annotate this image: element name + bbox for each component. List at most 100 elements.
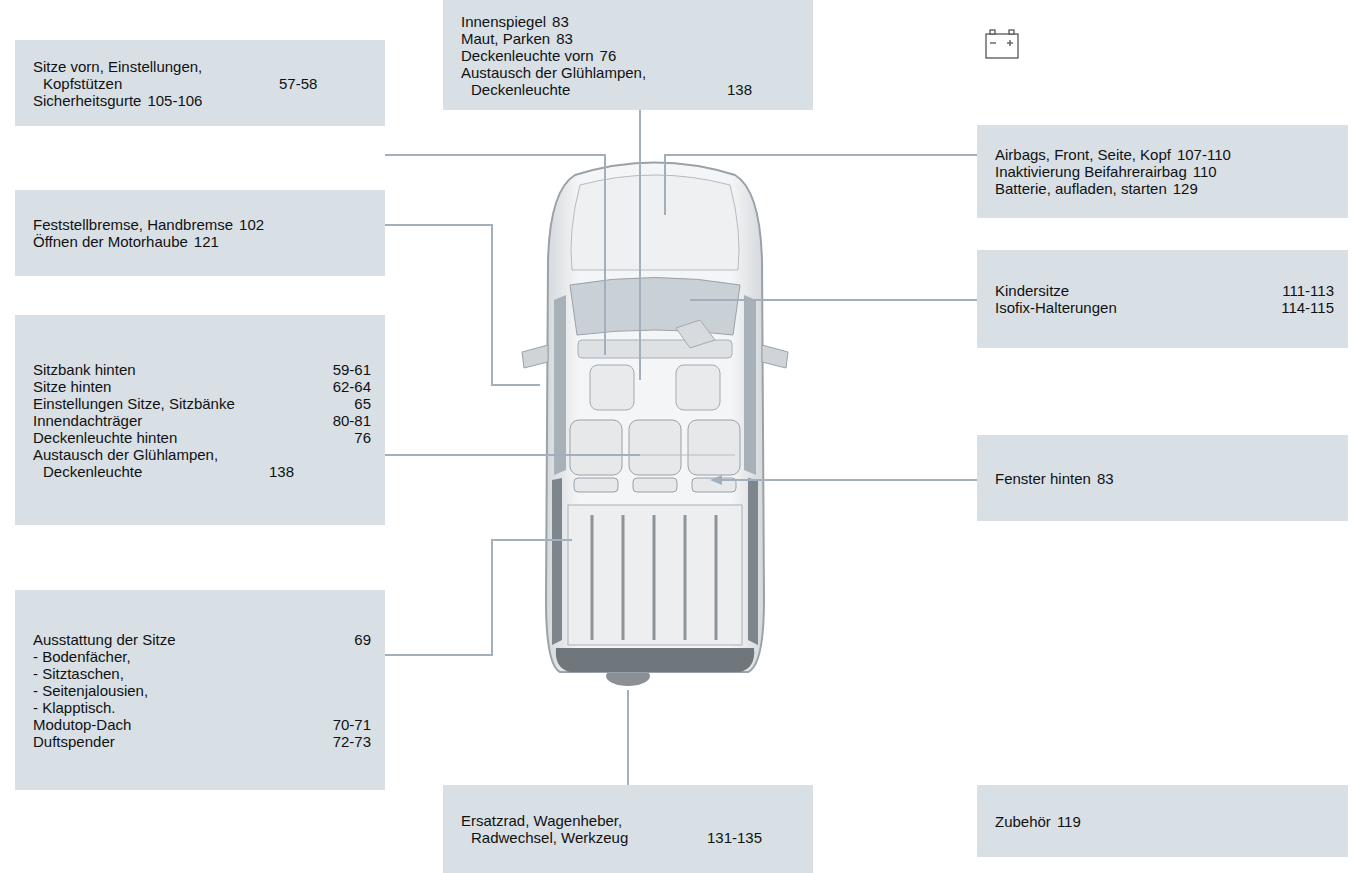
page-number: 83 [556, 30, 573, 47]
entry-label: Ersatzrad, Wagenheber, Radwechsel, Werkz… [461, 812, 701, 846]
entry-label: Öffnen der Motorhaube [33, 233, 188, 250]
page-number: 119 [1057, 813, 1081, 830]
entry-row: Sitzbank hinten 59-61 [33, 361, 371, 378]
entry-label: Ausstattung der Sitze [33, 631, 176, 648]
entry-row: Innenspiegel 83 [461, 13, 799, 30]
entry-label: Innendachträger [33, 412, 142, 429]
entry-row: Austausch der Glühlampen, Deckenleuchte 1… [33, 446, 371, 480]
entry-row: Einstellungen Sitze, Sitzbänke 65 [33, 395, 371, 412]
page-number: 138 [727, 81, 752, 98]
floor-rib [653, 515, 656, 640]
entry-label: Sitze hinten [33, 378, 111, 395]
page-number: 70-71 [333, 716, 371, 733]
page-number: 59-61 [333, 361, 371, 378]
car-body [522, 163, 788, 687]
entry-row: - Klapptisch. [33, 699, 371, 716]
entry-label: Innenspiegel [461, 13, 546, 30]
page-number: 72-73 [333, 733, 371, 750]
callout-box: Kindersitze 111-113Isofix-Halterungen 114-… [977, 250, 1348, 348]
entry-row: Kindersitze 111-113 [995, 282, 1334, 299]
callout-box: Feststellbremse, Handbremse102Öffnen der… [15, 190, 385, 276]
entry-label: Fenster hinten [995, 470, 1091, 487]
entry-row: Batterie, aufladen, starten 129 [995, 180, 1334, 197]
entry-row: Öffnen der Motorhaube 121 [33, 233, 371, 250]
entry-row: Modutop-Dach 70-71 [33, 716, 371, 733]
entry-label: Einstellungen Sitze, Sitzbänke [33, 395, 235, 412]
page-number: 76 [354, 429, 371, 446]
page-number: 129 [1173, 180, 1198, 197]
entry-label: Sicherheitsgurte [33, 92, 141, 109]
callout-box: Ersatzrad, Wagenheber, Radwechsel, Werkz… [443, 785, 813, 873]
entry-label: Airbags, Front, Seite, Kopf [995, 146, 1171, 163]
list-item: - Bodenfächer, [33, 648, 131, 665]
callout-box: Innenspiegel 83Maut, Parken83Deckenleucht… [443, 0, 813, 110]
page-number: 138 [269, 463, 294, 480]
entry-row: Feststellbremse, Handbremse 102 [33, 216, 371, 233]
entry-label: Austausch der Glühlampen, Deckenleuchte [33, 446, 263, 480]
battery-icon [986, 30, 1018, 58]
entry-label: Deckenleuchte hinten [33, 429, 177, 446]
entry-row: - Seitenjalousien, [33, 682, 371, 699]
list-item: - Klapptisch. [33, 699, 116, 716]
entry-row: Sitze vorn, Einstellungen, Kopfstützen 57… [33, 58, 371, 92]
page-number: 131-135 [707, 829, 762, 846]
entry-row: Fenster hinten 83 [995, 470, 1334, 487]
callout-box: Ausstattung der Sitze69- Bodenfächer,- S… [15, 590, 385, 790]
callout-box: Fenster hinten 83 [977, 435, 1348, 521]
entry-row: Ersatzrad, Wagenheber, Radwechsel, Werkz… [461, 812, 799, 846]
arrow-head [710, 475, 722, 485]
entry-row: Ausstattung der Sitze 69 [33, 631, 371, 648]
entry-label: Sitze vorn, Einstellungen, Kopfstützen [33, 58, 273, 92]
page-number: 76 [600, 47, 617, 64]
entry-label: Feststellbremse, Handbremse [33, 216, 233, 233]
list-item: - Seitenjalousien, [33, 682, 148, 699]
page-number: 114-115 [1281, 299, 1334, 316]
list-item: - Sitztaschen, [33, 665, 124, 682]
entry-row: Austausch der Glühlampen, Deckenleuchte 1… [461, 64, 799, 98]
entry-row: - Bodenfächer, [33, 648, 371, 665]
page-number: 83 [552, 13, 569, 30]
page-number: 65 [354, 395, 371, 412]
entry-row: Sicherheitsgurte 105-106 [33, 92, 371, 109]
entry-row: Airbags, Front, Seite, Kopf 107-110 [995, 146, 1334, 163]
entry-label: Austausch der Glühlampen, Deckenleuchte [461, 64, 721, 98]
entry-row: Innendachträger 80-81 [33, 412, 371, 429]
page-number: 57-58 [279, 75, 317, 92]
entry-row: Deckenleuchte vorn 76 [461, 47, 799, 64]
entry-label: Modutop-Dach [33, 716, 131, 733]
page-number: 102 [239, 216, 264, 233]
page-number: 105-106 [147, 92, 202, 109]
entry-label: Sitzbank hinten [33, 361, 136, 378]
page-number: 111-113 [1282, 282, 1334, 299]
callout-box: Zubehör 119 [977, 785, 1348, 857]
entry-label: Isofix-Halterungen [995, 299, 1117, 316]
entry-label: Deckenleuchte vorn [461, 47, 594, 64]
entry-row: Duftspender 72-73 [33, 733, 371, 750]
page-number: 69 [354, 631, 371, 648]
floor-rib [591, 515, 594, 640]
entry-label: Zubehör [995, 813, 1051, 830]
floor-rib [622, 515, 625, 640]
entry-row: Deckenleuchte hinten 76 [33, 429, 371, 446]
page-number: 107-110 [1177, 146, 1231, 163]
entry-label: Kindersitze [995, 282, 1069, 299]
entry-row: Sitze hinten62-64 [33, 378, 371, 395]
leader-lines [385, 110, 977, 785]
entry-label: Duftspender [33, 733, 115, 750]
floor-rib [684, 515, 687, 640]
page-number: 83 [1097, 470, 1114, 487]
entry-label: Batterie, aufladen, starten [995, 180, 1167, 197]
floor-rib [715, 515, 718, 640]
page-number: 121 [194, 233, 219, 250]
entry-row: Zubehör 119 [995, 813, 1334, 830]
callout-box: Airbags, Front, Seite, Kopf 107-110Inakti… [977, 125, 1348, 218]
entry-row: Inaktivierung Beifahrerairbag 110 [995, 163, 1334, 180]
callout-box: Sitze vorn, Einstellungen, Kopfstützen 57… [15, 40, 385, 126]
entry-row: Isofix-Halterungen 114-115 [995, 299, 1334, 316]
page-number: 80-81 [333, 412, 371, 429]
callout-box: Sitzbank hinten 59-61Sitze hinten62-64Ein… [15, 315, 385, 525]
entry-row: Maut, Parken83 [461, 30, 799, 47]
entry-label: Inaktivierung Beifahrerairbag [995, 163, 1187, 180]
page-number: 110 [1193, 163, 1217, 180]
